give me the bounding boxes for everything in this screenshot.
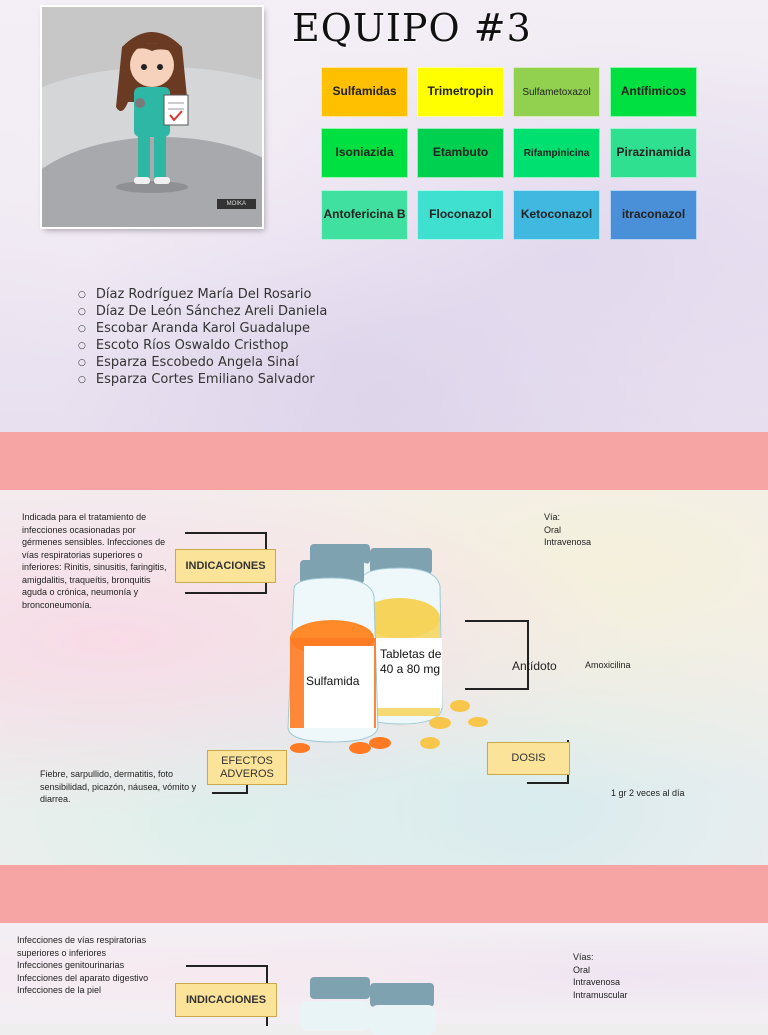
via-block: Vía: Oral Intravenosa (544, 512, 592, 547)
drug-cell: Etambuto (417, 128, 504, 178)
page-title: EQUIPO #3 (292, 6, 532, 50)
drug-grid: Sulfamidas Trimetropin Sulfametoxazol An… (321, 67, 697, 241)
dosis-value: 1 gr 2 veces al día (611, 788, 685, 798)
efectos-text: Fiebre, sarpullido, dermatitis, foto sen… (40, 769, 197, 804)
list-item: Díaz Rodríguez María Del Rosario (78, 286, 327, 303)
list-item: Esparza Escobedo Angela Sinaí (78, 354, 327, 371)
efectos-label: EFECTOS ADVEROS (207, 750, 287, 785)
antidoto-label: Antídoto (512, 659, 557, 673)
drug-cell: Sulfametoxazol (513, 67, 600, 117)
slide-1: MOIKA EQUIPO #3 Sulfamidas Trimetropin S… (0, 0, 768, 432)
slide-3: Infecciones de vías respiratorias superi… (0, 923, 768, 1035)
pill-bottles-icon (287, 544, 488, 754)
list-item: Escoto Ríos Oswaldo Cristhop (78, 337, 327, 354)
antidoto-value: Amoxicilina (585, 660, 631, 670)
nurse-figure-icon (116, 32, 189, 193)
vias-block: Vías: Oral Intravenosa Intramuscular (573, 952, 628, 1000)
list-item: Díaz De León Sánchez Areli Daniela (78, 303, 328, 320)
drug-cell: Antofericina B (321, 190, 408, 240)
drug-cell: Trimetropin (417, 67, 504, 117)
nurse-illustration: MOIKA (42, 7, 262, 227)
list-item: Escobar Aranda Karol Guadalupe (78, 320, 327, 337)
drug-cell: Antífimicos (610, 67, 697, 117)
indicaciones-text-2: Infecciones de vías respiratorias superi… (17, 935, 149, 995)
member-list: Díaz Rodríguez María Del Rosario Díaz De… (78, 286, 328, 388)
dosis-label: DOSIS (487, 742, 570, 775)
indicaciones-label: INDICACIONES (175, 549, 276, 583)
drug-cell: Sulfamidas (321, 67, 408, 117)
drug-cell: itraconazol (610, 190, 697, 240)
header-band (0, 432, 768, 490)
photo-tag: MOIKA (216, 199, 256, 209)
pill-bottles-icon-2 (300, 977, 436, 1035)
drug-cell: Rifampinicina (513, 128, 600, 178)
header-band-2 (0, 865, 768, 923)
list-item: Esparza Cortes Emiliano Salvador (78, 371, 327, 388)
drug-cell: Ketoconazol (513, 190, 600, 240)
drug-cell: Isoniazida (321, 128, 408, 178)
slide-2: Indicada para el tratamiento de infeccio… (0, 490, 768, 865)
indicaciones-text: Indicada para el tratamiento de infeccio… (22, 512, 167, 610)
drug-cell: Floconazol (417, 190, 504, 240)
indicaciones-label-2: INDICACIONES (175, 983, 277, 1017)
bottle-label: Sulfamida (306, 674, 360, 688)
drug-cell: Pirazinamida (610, 128, 697, 178)
tabletas-text: Tabletas de 40 a 80 mg (380, 647, 442, 676)
